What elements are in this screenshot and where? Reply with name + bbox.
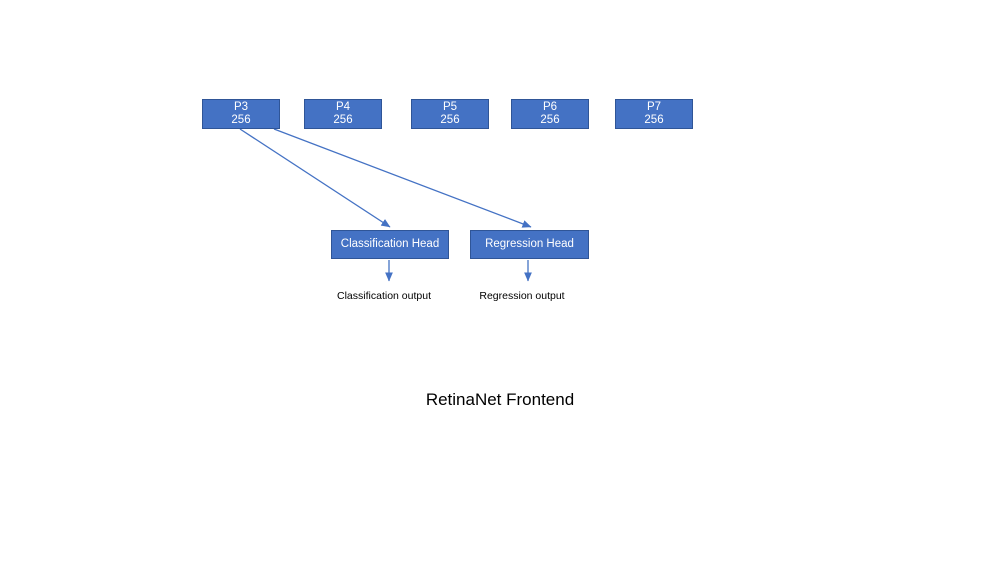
pyramid-node-p7-channels: 256 bbox=[644, 114, 664, 126]
pyramid-node-p4-label: P4 bbox=[335, 101, 351, 114]
diagram-title: RetinaNet Frontend bbox=[425, 390, 575, 409]
classification-output-label: Classification output bbox=[337, 290, 431, 302]
pyramid-node-p7[interactable]: P7 256 bbox=[615, 99, 693, 129]
regression-head-label: Regression Head bbox=[485, 238, 574, 251]
pyramid-node-p7-label: P7 bbox=[646, 101, 662, 114]
pyramid-node-p4[interactable]: P4 256 bbox=[304, 99, 382, 129]
edge-p3-to-classification-head bbox=[239, 128, 391, 228]
classification-head-node[interactable]: Classification Head bbox=[331, 230, 449, 259]
pyramid-node-p4-channels: 256 bbox=[333, 114, 353, 126]
pyramid-node-p5-label: P5 bbox=[442, 101, 458, 114]
pyramid-node-p3-label: P3 bbox=[233, 101, 249, 114]
regression-head-node[interactable]: Regression Head bbox=[470, 230, 589, 259]
edge-p3-to-regression-head bbox=[273, 128, 532, 228]
pyramid-node-p3-channels: 256 bbox=[231, 114, 251, 126]
regression-output-label: Regression output bbox=[479, 290, 565, 302]
pyramid-node-p5[interactable]: P5 256 bbox=[411, 99, 489, 129]
pyramid-node-p6[interactable]: P6 256 bbox=[511, 99, 589, 129]
pyramid-node-p6-channels: 256 bbox=[540, 114, 560, 126]
classification-head-label: Classification Head bbox=[340, 238, 440, 251]
pyramid-node-p6-label: P6 bbox=[542, 101, 558, 114]
pyramid-node-p3[interactable]: P3 256 bbox=[202, 99, 280, 129]
pyramid-node-p5-channels: 256 bbox=[440, 114, 460, 126]
